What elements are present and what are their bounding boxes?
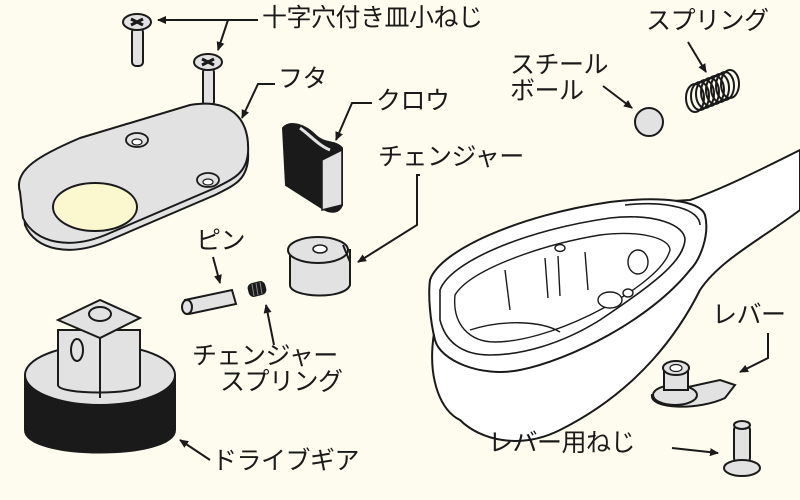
coil-spring-icon [685,69,740,113]
label-steel-ball-line1: スチール [510,50,609,79]
drive-gear-leader [179,439,211,461]
changer-spring-leader [263,304,275,346]
claw-icon [281,123,343,213]
label-cover: フタ [278,64,328,93]
steel-ball-icon [634,107,664,137]
lever-icon [651,360,737,408]
label-screws: 十字穴付き皿小ねじ [262,3,483,32]
pin-icon [181,288,238,316]
label-changer-spring-line2: スプリング [220,367,343,397]
phillips-screw-1-icon [122,13,152,67]
cover-leader [241,83,275,119]
lever-screw-leader [671,447,719,457]
label-steel-ball-line2: ボール [510,76,584,106]
screws-leader [157,16,258,51]
claw-leader [335,102,372,141]
label-lever-screw: レバー用ねじ [488,428,636,457]
lever-screw-icon [723,420,761,477]
steel-ball-leader [602,85,633,109]
label-changer-spring-line1: チェンジャー [192,341,338,370]
changer-icon [287,236,351,297]
cover-plate-icon [17,102,250,251]
label-changer-spring: チェンジャー スプリング [192,341,343,397]
label-spring: スプリング [646,6,769,35]
changer-leader [357,174,420,263]
label-claw: クロウ [376,86,450,115]
changer-spring-icon [247,281,267,297]
lever-leader [739,333,769,373]
phillips-screw-2-icon [193,53,223,107]
label-steel-ball: スチール ボール [510,50,609,106]
pin-leader [212,256,222,284]
drive-gear-icon [24,298,176,454]
label-drive-gear: ドライブギア [212,446,360,475]
wrench-head-icon [428,148,800,442]
label-changer: チェンジャー [378,142,524,171]
spring-leader [687,41,707,73]
label-lever: レバー [712,300,786,329]
label-pin: ピン [196,226,246,255]
